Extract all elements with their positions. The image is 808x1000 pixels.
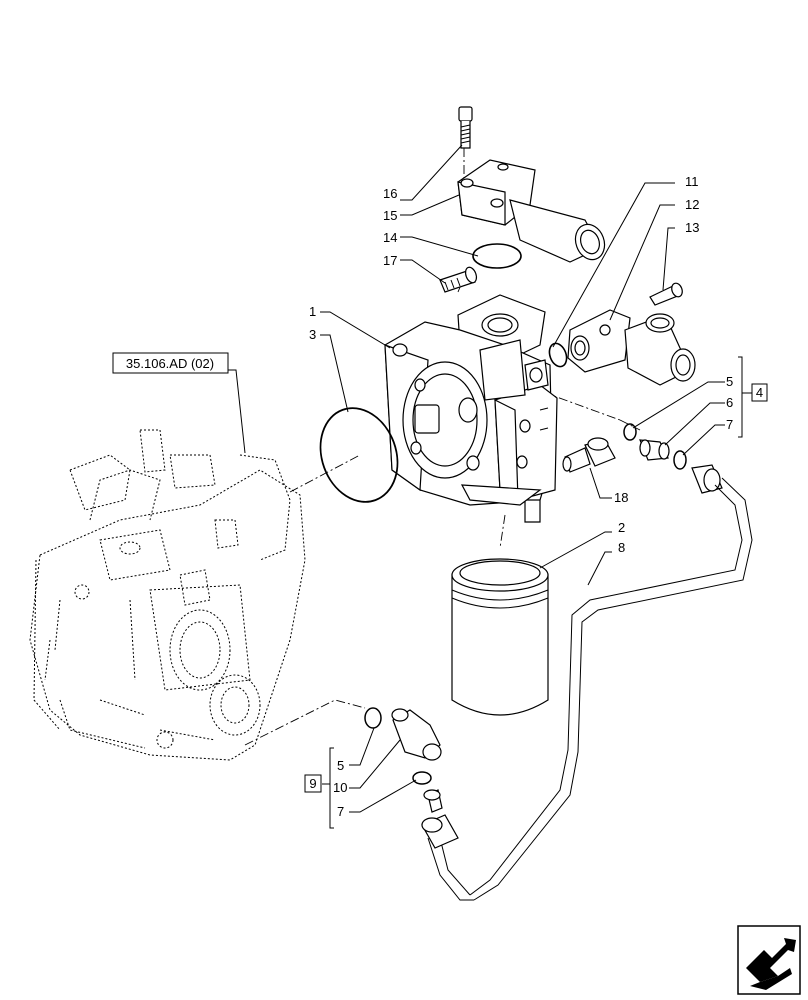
part-17-bolt: [439, 266, 478, 293]
part-7-o-ring-lower: [412, 771, 432, 785]
callout-9-box: 9: [304, 774, 322, 793]
leader-lines: [228, 144, 752, 829]
callout-6: 6: [726, 395, 733, 410]
callout-12: 12: [685, 197, 699, 212]
callout-11: 11: [685, 174, 699, 189]
part-1-hydraulic-pump: [384, 294, 558, 523]
part-10-elbow-adapter: [391, 708, 442, 761]
part-11-o-ring: [548, 342, 568, 368]
callout-14: 14: [383, 230, 397, 245]
callout-17: 17: [383, 253, 397, 268]
callout-5-upper: 5: [726, 374, 733, 389]
part-3-o-ring: [319, 407, 399, 503]
next-page-arrow-icon[interactable]: [737, 925, 801, 995]
part-5-o-ring-upper: [623, 423, 637, 441]
callout-15: 15: [383, 208, 397, 223]
part-12-fitting: [567, 309, 696, 386]
callout-5-lower: 5: [337, 758, 344, 773]
part-7-o-ring-upper: [673, 450, 687, 470]
callout-2: 2: [618, 520, 625, 535]
part-6-adapter: [639, 439, 670, 461]
callout-1: 1: [309, 304, 316, 319]
callout-10: 10: [333, 780, 347, 795]
callout-7-upper: 7: [726, 417, 733, 432]
callout-9: 9: [309, 776, 316, 791]
part-2-filter: [451, 558, 549, 716]
callout-4-box: 4: [751, 383, 768, 402]
reference-box[interactable]: 35.106.AD (02): [112, 352, 229, 374]
callout-16: 16: [383, 186, 397, 201]
part-8-hydraulic-line: [421, 464, 753, 901]
callout-3: 3: [309, 327, 316, 342]
callout-8: 8: [618, 540, 625, 555]
callout-4: 4: [756, 385, 763, 400]
callout-13: 13: [685, 220, 699, 235]
part-5-o-ring-lower: [364, 707, 382, 729]
callout-labels: 16 15 14 17 1 3 11 12 13 5 6 7 18 2 8 5 …: [309, 174, 733, 819]
part-13-bolt: [649, 282, 683, 306]
part-14-o-ring: [472, 243, 522, 269]
part-18-elbow-fitting: [562, 437, 616, 473]
transmission-housing: [29, 429, 306, 761]
reference-label[interactable]: 35.106.AD (02): [126, 356, 214, 371]
callout-18: 18: [614, 490, 628, 505]
part-15-flange-elbow: [457, 159, 606, 263]
callout-7-lower: 7: [337, 804, 344, 819]
part-16-bolt: [458, 106, 473, 149]
